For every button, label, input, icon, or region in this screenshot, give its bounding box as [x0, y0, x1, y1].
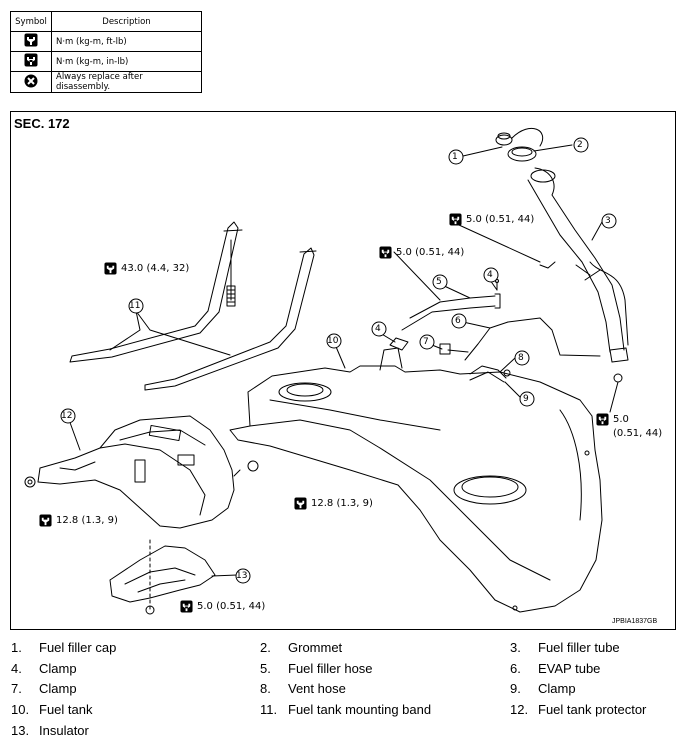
- legend-symbol-cell: [10, 31, 52, 52]
- torque-label: 12.8 (1.3, 9): [39, 514, 118, 527]
- part-name: Clamp: [39, 681, 77, 696]
- callout-3: 3: [605, 216, 611, 226]
- part-name: Fuel filler hose: [288, 661, 373, 676]
- callout-5: 5: [436, 277, 442, 287]
- callout-12: 12: [61, 411, 73, 421]
- torque-label: 43.0 (4.4, 32): [104, 262, 189, 275]
- fuel-filler-part: [495, 128, 629, 383]
- callout-6: 6: [455, 316, 461, 326]
- list-item: 12. Fuel tank protector: [510, 702, 646, 717]
- part-number: 6.: [510, 661, 521, 676]
- torque-label: 5.0: [596, 413, 629, 426]
- list-item: 4. Clamp: [11, 661, 77, 676]
- legend-description: Always replace after disassembly.: [51, 71, 202, 93]
- part-name: Fuel filler cap: [39, 640, 117, 655]
- torque-wrench-small-icon: [180, 600, 193, 613]
- part-name: Clamp: [39, 661, 77, 676]
- part-number: 5.: [260, 661, 271, 676]
- part-name: Fuel tank mounting band: [288, 702, 432, 717]
- list-item: 6. EVAP tube: [510, 661, 600, 676]
- list-item: 3. Fuel filler tube: [510, 640, 620, 655]
- vent-hose-part: [469, 365, 511, 383]
- callout-7: 7: [423, 337, 429, 347]
- part-name: Fuel tank: [39, 702, 93, 717]
- part-number: 7.: [11, 681, 22, 696]
- part-name: Vent hose: [288, 681, 346, 696]
- callout-2: 2: [577, 140, 583, 150]
- fuel-tank-protector-part: [24, 415, 235, 529]
- torque-value: 5.0 (0.51, 44): [466, 214, 535, 225]
- part-number: 11.: [260, 702, 278, 717]
- torque-label: 12.8 (1.3, 9): [294, 497, 373, 510]
- callout-circles: [60, 137, 617, 584]
- torque-label: 5.0 (0.51, 44): [379, 246, 464, 259]
- mounting-band-part: [69, 221, 317, 391]
- callout-9: 9: [523, 394, 529, 404]
- torque-wrench-small-icon: [24, 53, 38, 67]
- list-item: 10. Fuel tank: [11, 702, 92, 717]
- part-number: 10.: [11, 702, 30, 717]
- legend-symbol-cell: [10, 71, 52, 93]
- section-title: SEC. 172: [14, 116, 70, 131]
- torque-value: (0.51, 44): [613, 428, 663, 439]
- part-number: 13.: [11, 723, 30, 738]
- part-name: Fuel tank protector: [538, 702, 647, 717]
- list-item: 11. Fuel tank mounting band: [260, 702, 431, 717]
- list-item: 1. Fuel filler cap: [11, 640, 116, 655]
- callout-4-lower: 4: [375, 324, 381, 334]
- protector-bolt: [233, 460, 259, 477]
- part-name: Insulator: [39, 723, 89, 738]
- torque-value: 43.0 (4.4, 32): [121, 263, 190, 274]
- callout-11: 11: [129, 301, 141, 311]
- torque-wrench-icon: [24, 33, 38, 47]
- torque-wrench-icon: [39, 514, 52, 527]
- callout-8: 8: [518, 353, 524, 363]
- list-item: 13. Insulator: [11, 723, 89, 738]
- part-number: 4.: [11, 661, 22, 676]
- list-item: 2. Grommet: [260, 640, 342, 655]
- torque-wrench-small-icon: [596, 413, 609, 426]
- leader-lines: [67, 144, 619, 577]
- torque-value: 5.0 (0.51, 44): [396, 247, 465, 258]
- fuel-filler-hose-part: [389, 279, 501, 351]
- always-replace-icon: [24, 74, 38, 87]
- figure-code: JPBIA1837GB: [612, 618, 658, 625]
- callout-13: 13: [236, 571, 248, 581]
- callout-10: 10: [327, 336, 339, 346]
- torque-value: 5.0: [613, 414, 629, 425]
- part-name: Clamp: [538, 681, 576, 696]
- part-name: EVAP tube: [538, 661, 601, 676]
- torque-wrench-icon: [104, 262, 117, 275]
- part-number: 2.: [260, 640, 271, 655]
- torque-label-continued: (0.51, 44): [613, 428, 662, 439]
- list-item: 5. Fuel filler hose: [260, 661, 373, 676]
- symbol-legend-table: Symbol Description N·m (kg-m, ft-lb) N·m…: [10, 11, 202, 93]
- insulator-part: [109, 539, 216, 615]
- list-item: 9. Clamp: [510, 681, 576, 696]
- callout-1: 1: [452, 152, 458, 162]
- fuel-tank-part: [229, 347, 603, 613]
- callout-4: 4: [487, 270, 493, 280]
- torque-label: 5.0 (0.51, 44): [180, 600, 265, 613]
- torque-value: 12.8 (1.3, 9): [56, 515, 118, 526]
- evap-tube-part: [439, 317, 601, 361]
- part-number: 9.: [510, 681, 521, 696]
- torque-wrench-small-icon: [449, 213, 462, 226]
- diagram-frame: [10, 111, 676, 630]
- part-name: Fuel filler tube: [538, 640, 620, 655]
- torque-label: 5.0 (0.51, 44): [449, 213, 534, 226]
- torque-wrench-small-icon: [379, 246, 392, 259]
- part-name: Grommet: [288, 640, 343, 655]
- part-number: 1.: [11, 640, 22, 655]
- part-number: 12.: [510, 702, 529, 717]
- part-number: 3.: [510, 640, 521, 655]
- list-item: 8. Vent hose: [260, 681, 346, 696]
- list-item: 7. Clamp: [11, 681, 77, 696]
- torque-value: 12.8 (1.3, 9): [311, 498, 373, 509]
- torque-value: 5.0 (0.51, 44): [197, 601, 266, 612]
- torque-wrench-icon: [294, 497, 307, 510]
- part-number: 8.: [260, 681, 271, 696]
